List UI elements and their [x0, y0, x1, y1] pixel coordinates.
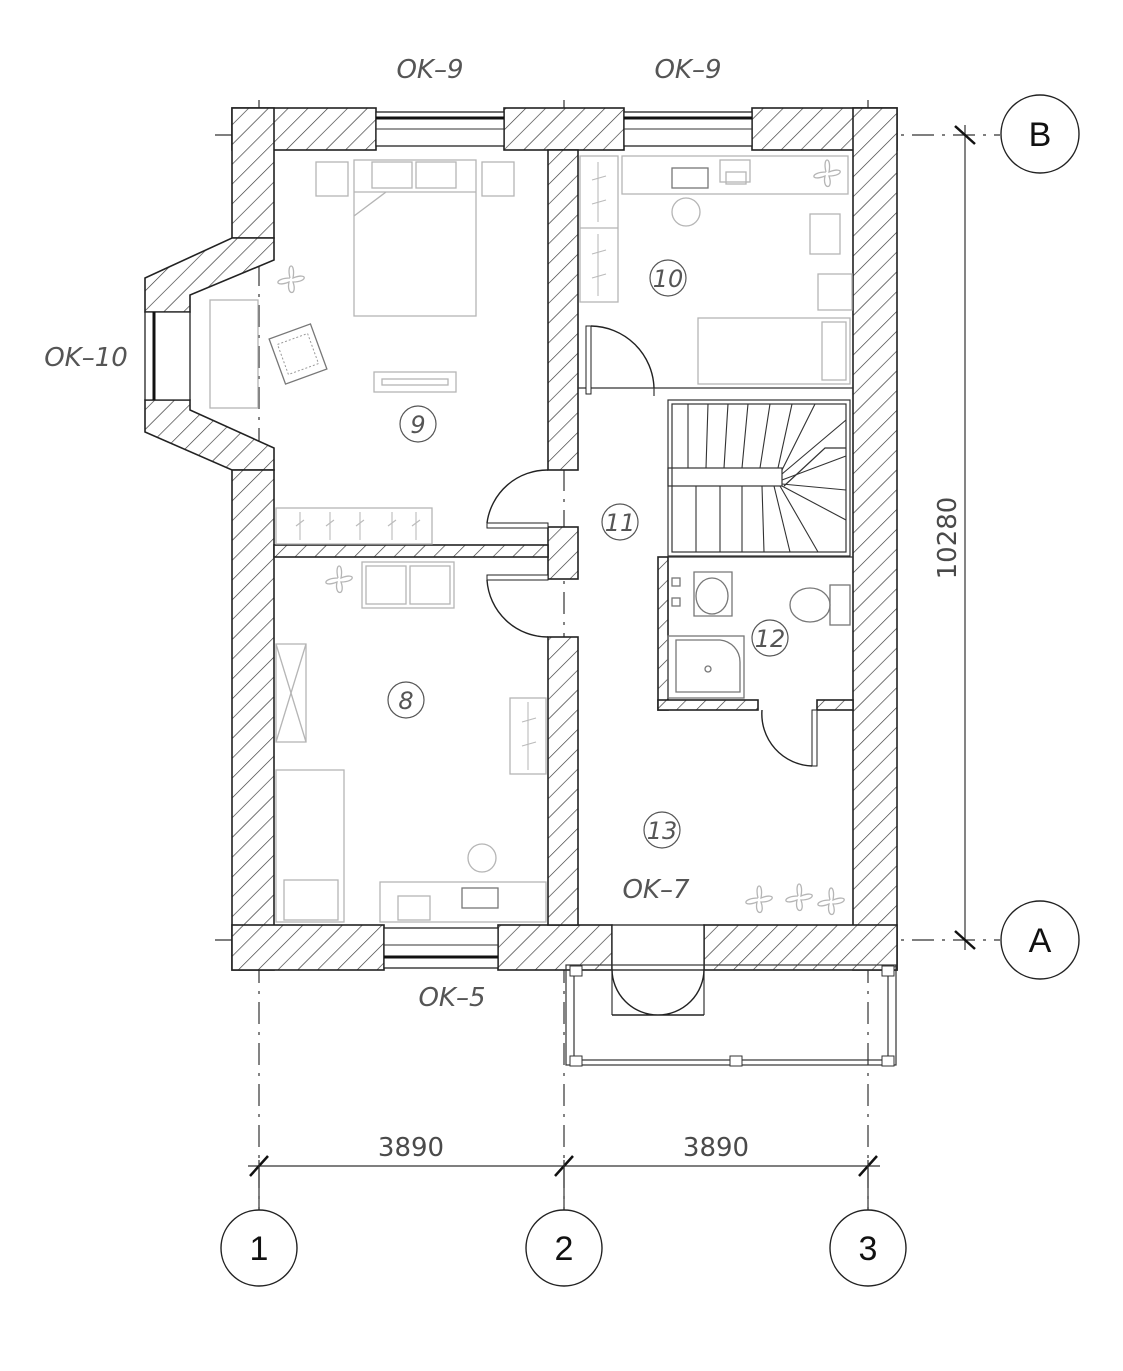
window-label-ok5: OK–5 — [418, 983, 485, 1013]
room-number-8: 8 — [398, 687, 413, 715]
dimension-2-3: 3890 — [683, 1133, 749, 1163]
room-number-12: 12 — [755, 625, 786, 653]
room-number-13: 13 — [647, 817, 678, 845]
room-number-10: 10 — [653, 265, 684, 293]
window-ok10 — [144, 311, 191, 401]
axis-bubbles: 1 2 3 B A — [220, 94, 1080, 1287]
window-labels: OK–9 OK–9 OK–10 OK–5 OK–7 — [44, 55, 721, 1013]
dimension-A-B: 10280 — [933, 497, 963, 580]
axis-label-2: 2 — [555, 1230, 574, 1268]
window-label-ok10: OK–10 — [44, 343, 128, 373]
window-label-ok9-left: OK–9 — [396, 55, 463, 85]
interior-doors — [486, 325, 818, 767]
dimension-vertical: 10280 — [933, 125, 976, 950]
dimension-horizontal: 3890 3890 — [248, 1133, 880, 1210]
window-label-ok7: OK–7 — [622, 875, 690, 905]
bathroom-fixtures — [667, 571, 851, 699]
window-ok5 — [383, 927, 499, 969]
plants-room-13 — [745, 883, 845, 916]
axis-label-B: B — [1029, 116, 1052, 154]
exterior-walls — [144, 107, 898, 971]
window-label-ok9-right: OK–9 — [654, 55, 721, 85]
window-ok9-right — [623, 111, 753, 147]
room-labels: 9 10 11 12 8 13 — [387, 259, 789, 849]
room-number-9: 9 — [410, 411, 425, 439]
interior-walls — [273, 149, 854, 926]
axis-label-1: 1 — [250, 1230, 269, 1268]
staircase — [667, 399, 851, 557]
furniture-room-9 — [209, 159, 515, 545]
entrance-porch — [565, 924, 897, 1067]
axis-label-3: 3 — [859, 1230, 878, 1268]
furniture-room-10 — [579, 155, 853, 385]
axis-label-A: A — [1029, 922, 1052, 960]
furniture-room-8 — [275, 561, 547, 923]
window-ok9-left — [375, 111, 505, 147]
dimension-1-2: 3890 — [378, 1133, 444, 1163]
room-number-11: 11 — [605, 509, 636, 537]
